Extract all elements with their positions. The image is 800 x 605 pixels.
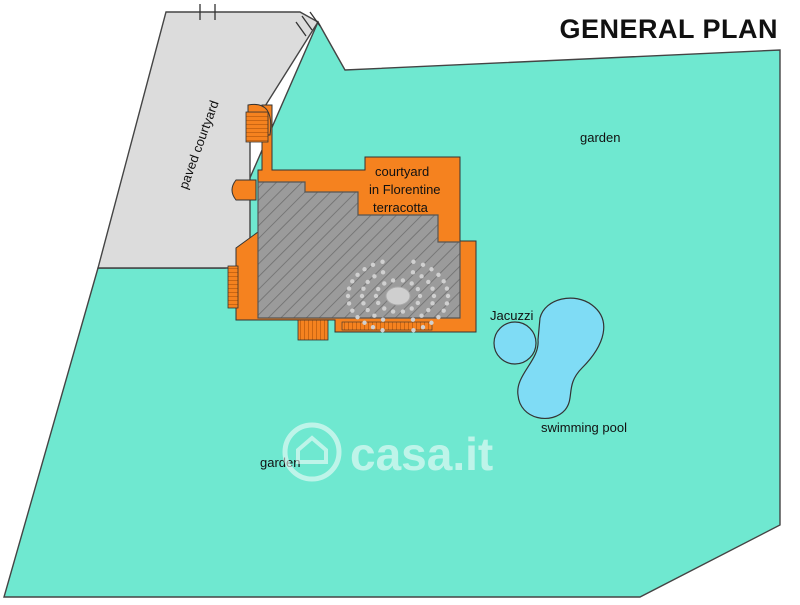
fountain-dot [346,286,352,291]
fountain-dot [382,281,387,286]
terracotta-label-line2: in Florentine [369,182,441,197]
fountain-dot [431,293,437,299]
fountain [345,259,451,333]
fountain-dot [411,328,416,333]
plan-title: GENERAL PLAN [559,14,778,44]
fountain-dot [380,328,385,333]
fountain-dot [426,307,431,313]
fountain-dot [429,320,434,325]
fountain-dot [390,278,396,283]
swimming-pool [517,297,605,419]
fountain-dot [365,307,370,313]
watermark-logo-icon [282,422,342,482]
terracotta-label-line3: terracotta [373,200,429,215]
fountain-dot [380,270,386,275]
fountain-dot [390,309,396,314]
garden-south-label: garden [260,455,300,470]
fountain-dot [350,308,355,313]
fountain-dot [411,259,416,264]
fountain-dot [415,300,421,306]
fountain-dot [382,306,387,311]
fountain-dot [373,293,379,299]
fountain-dot [409,281,414,286]
fountain-dot [444,286,450,291]
fountain-dot [372,274,377,279]
fountain-dot [361,301,366,306]
fountain-dot [444,301,450,306]
fountain-dot [409,306,414,311]
fountain-dot [380,259,385,264]
fountain-dot [400,278,406,283]
fountain-dot [370,324,376,330]
fountain-dot [355,272,360,278]
boundary-marks [199,4,321,37]
fountain-dot [362,320,367,325]
fountain-dot [420,324,426,330]
fountain-dot [345,293,351,299]
fountain-dot [441,279,446,284]
swimming-pool-label: swimming pool [541,420,627,435]
fountain-dot [362,267,367,272]
fountain-dot [441,308,446,313]
fountain-dot [410,317,416,322]
jacuzzi-label: Jacuzzi [490,308,533,323]
fountain-dot [429,267,434,272]
fountain-dot [375,300,381,306]
fountain-dot [419,313,424,318]
fountain-dot [361,286,366,291]
house-icon [296,435,328,464]
fountain-dot [436,272,441,278]
watermark: casa.it [282,422,493,482]
building-roof [257,181,461,319]
fountain-dot [365,279,370,285]
terracotta-label-line1: courtyard [375,164,429,179]
fountain-dot [419,274,424,279]
fountain-dot [430,286,435,291]
fountain-dot [445,293,451,299]
fountain-dot [426,279,431,285]
watermark-text: casa.it [350,428,493,480]
fountain-dot [380,317,386,322]
fountain-dot [420,262,426,268]
fountain-dot [430,301,435,306]
garden-north-label: garden [580,130,620,145]
fountain-dot [370,262,376,268]
fountain-dot [372,313,377,318]
fountain-dot [415,286,421,292]
jacuzzi [493,321,537,365]
fountain-dot [346,301,352,306]
fountain-dot [400,309,406,314]
fountain-dot [359,293,365,299]
fountain-dot [355,314,360,320]
fountain-dot [375,286,381,292]
fountain-dot [410,270,416,275]
fountain-dot [350,279,355,284]
fountain-dot [417,293,423,299]
fountain-dot [436,314,441,320]
